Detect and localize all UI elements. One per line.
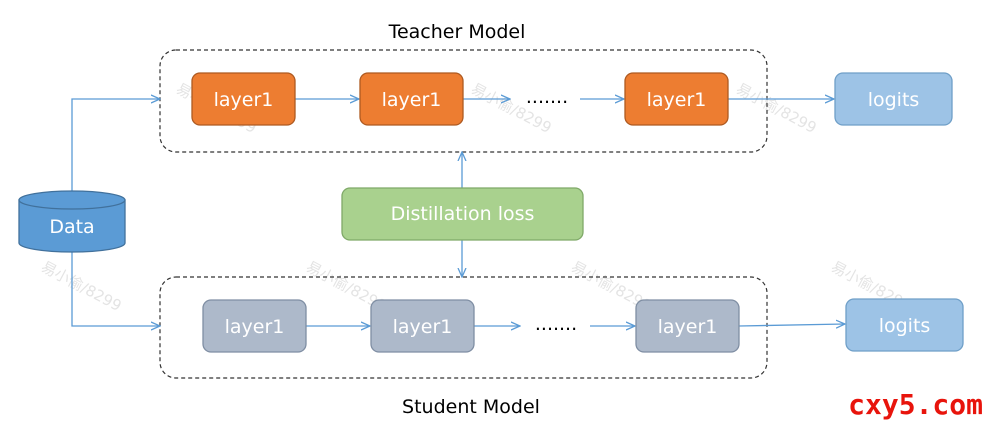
teacher-layer-node: layer1: [191, 72, 296, 126]
teacher-ellipsis: .......: [526, 86, 568, 108]
student-ellipsis: .......: [535, 313, 577, 335]
student-model-title: Student Model: [402, 396, 540, 418]
student-layer-label: layer1: [658, 316, 718, 338]
watermark-text: 易小偷/8299: [38, 258, 124, 315]
teacher-model-title: Teacher Model: [388, 21, 526, 43]
data-label: Data: [49, 216, 94, 238]
student-logits-label: logits: [879, 315, 931, 337]
teacher-layer-label: layer1: [214, 89, 274, 111]
watermark-text: 易小偷/8299: [733, 80, 819, 137]
student-layer-label: layer1: [393, 316, 453, 338]
distillation-loss-label: Distillation loss: [391, 203, 535, 225]
data-cylinder-body: [18, 199, 126, 253]
student-layer-node: layer1: [635, 299, 740, 353]
teacher-logits-label: logits: [868, 89, 920, 111]
distillation-loss-node: Distillation loss: [341, 187, 584, 241]
teacher-logits-node: logits: [834, 72, 953, 126]
teacher-layer-node: layer1: [359, 72, 464, 126]
student-layer-label: layer1: [225, 316, 285, 338]
teacher-layer-label: layer1: [382, 89, 442, 111]
student-to-logits-arrow: [738, 324, 845, 326]
brand-watermark: cxy5.com: [848, 388, 983, 421]
teacher-layer-node: layer1: [624, 72, 729, 126]
student-layer-node: layer1: [370, 299, 475, 353]
teacher-layer-label: layer1: [647, 89, 707, 111]
data-to-teacher-arrow: [71, 99, 160, 193]
student-layer-node: layer1: [202, 299, 307, 353]
data-node: Data: [18, 190, 126, 253]
data-cylinder-top: [18, 190, 126, 210]
data-to-student-arrow: [71, 250, 160, 326]
student-logits-node: logits: [845, 298, 964, 352]
connector-lines: [71, 99, 845, 326]
